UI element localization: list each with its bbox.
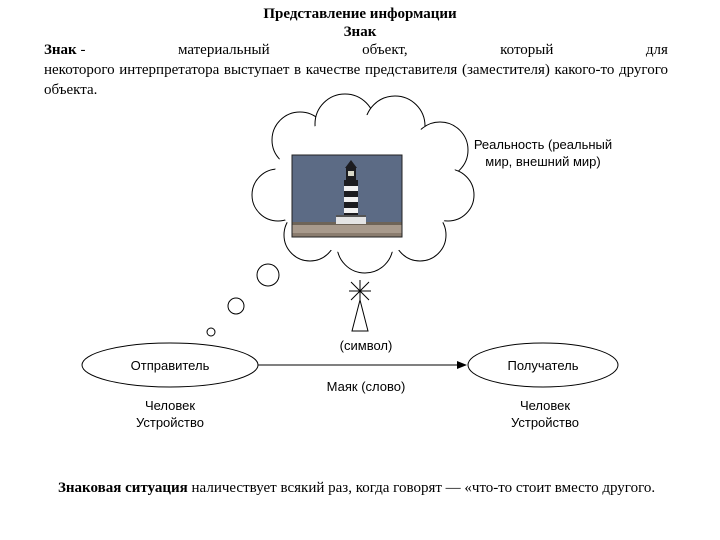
lighthouse-photo-frame [291,154,403,238]
receiver-label: Получатель [507,358,579,373]
thought-bubble-large [256,263,280,287]
definition-word: материальный [177,42,270,58]
definition-word: который [500,42,554,58]
definition-rest: некоторого интерпретатора выступает в ка… [44,62,668,98]
sender-label: Отправитель [130,358,210,373]
footer-term: Знаковая ситуация [58,480,188,496]
definition-first-line: Знак - материальный объект, который для [44,40,668,60]
thought-bubble-medium [227,297,245,315]
lighthouse-symbol-icon [349,280,371,332]
page-title: Представление информации [263,6,457,22]
lighthouse-photo [292,155,402,237]
definition-word: объект, [362,42,408,58]
footer-text: наличествует всякий раз, когда говорят —… [187,480,656,496]
definition-dash: - [76,42,86,58]
sender-kinds: Человек Устройство [135,398,204,430]
receiver-ellipse [467,342,619,388]
definition-term: Знак [44,42,77,58]
definition-paragraph: Знак - материальный объект, который для … [44,40,668,100]
word-label: Маяк (слово) [326,379,406,394]
reality-label: Реальность (реальный мир, внешний мир) [473,137,613,169]
page-subtitle: Знак [343,24,377,40]
receiver-kinds: Человек Устройство [510,398,579,430]
footer-paragraph: Знаковая ситуация наличествует всякий ра… [58,478,678,498]
symbol-label: (символ) [339,338,393,353]
definition-word: для [645,42,668,58]
definition-term-group: Знак - [44,40,85,60]
thought-bubble-small [206,327,216,337]
thought-cloud [251,93,475,274]
